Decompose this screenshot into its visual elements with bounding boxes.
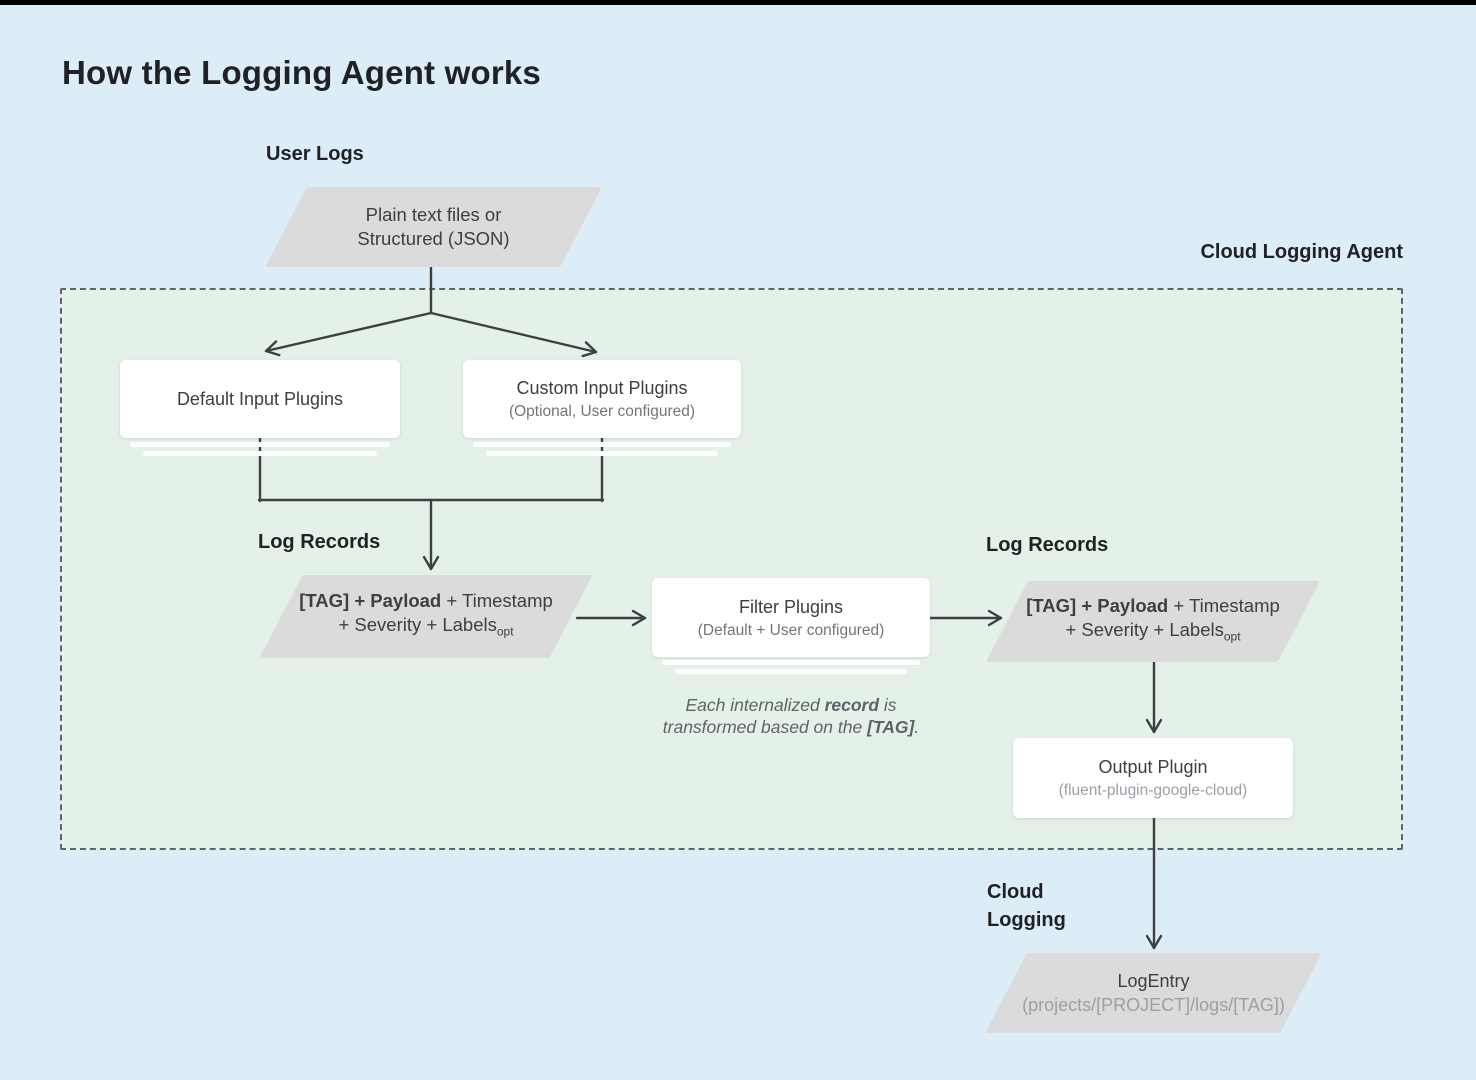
log-record-in-shape: [TAG] + Payload + Timestamp + Severity +… [259, 575, 593, 658]
output-plugin-box: Output Plugin (fluent-plugin-google-clou… [1013, 738, 1293, 818]
record-transform-note: Each internalized record is transformed … [636, 694, 946, 738]
log-entry-shape: LogEntry (projects/[PROJECT]/logs/[TAG]) [985, 953, 1322, 1033]
log-records-left-label: Log Records [258, 531, 381, 553]
page-title: How the Logging Agent works [62, 54, 541, 91]
log-entry-subtitle: (projects/[PROJECT]/logs/[TAG]) [1022, 995, 1285, 1015]
filter-plugins-box: Filter Plugins (Default + User configure… [652, 578, 930, 657]
record-transform-note-line1: Each internalized record is [685, 695, 897, 715]
cloud-logging-agent-label: Cloud Logging Agent [1200, 241, 1403, 263]
default-input-stack-bar-1 [130, 442, 390, 447]
user-logs-source-shape: Plain text files or Structured (JSON) [265, 187, 602, 267]
output-plugin-subtitle: (fluent-plugin-google-cloud) [1058, 782, 1248, 799]
log-record-out-line1: [TAG] + Payload + Timestamp [1026, 595, 1280, 617]
custom-input-stack-bar-2 [486, 451, 718, 456]
filter-stack-bar-2 [675, 669, 907, 674]
log-record-out-line2: + Severity + Labelsopt [1065, 619, 1241, 644]
log-record-in-line1: [TAG] + Payload + Timestamp [299, 590, 553, 612]
filter-plugins-subtitle: (Default + User configured) [697, 621, 885, 639]
filter-stack-bar-1 [662, 660, 920, 665]
cloud-logging-label: Cloud Logging [987, 878, 1066, 934]
default-input-stack-bar-2 [143, 451, 377, 456]
log-entry-title: LogEntry [1117, 971, 1190, 991]
custom-input-plugins-title: Custom Input Plugins [516, 378, 688, 398]
output-plugin-title: Output Plugin [1098, 757, 1208, 777]
user-logs-label: User Logs [266, 143, 364, 165]
user-logs-source-line2: Structured (JSON) [357, 228, 510, 249]
custom-input-plugins-box: Custom Input Plugins (Optional, User con… [463, 360, 741, 438]
default-input-plugins-box: Default Input Plugins [120, 360, 400, 438]
filter-plugins-title: Filter Plugins [738, 596, 844, 617]
custom-input-plugins-subtitle: (Optional, User configured) [508, 403, 696, 420]
top-bar [0, 0, 1476, 5]
default-input-plugins-title: Default Input Plugins [176, 389, 344, 409]
custom-input-stack-bar-1 [473, 442, 731, 447]
log-record-in-line2: + Severity + Labelsopt [338, 614, 514, 639]
record-transform-note-line2: transformed based on the [TAG]. [662, 717, 920, 737]
user-logs-source-line1: Plain text files or [365, 204, 502, 225]
log-record-out-shape: [TAG] + Payload + Timestamp + Severity +… [985, 581, 1321, 662]
log-records-right-label: Log Records [986, 534, 1109, 556]
cloud-logging-label-line1: Cloud [987, 881, 1044, 903]
cloud-logging-label-line2: Logging [987, 909, 1066, 931]
